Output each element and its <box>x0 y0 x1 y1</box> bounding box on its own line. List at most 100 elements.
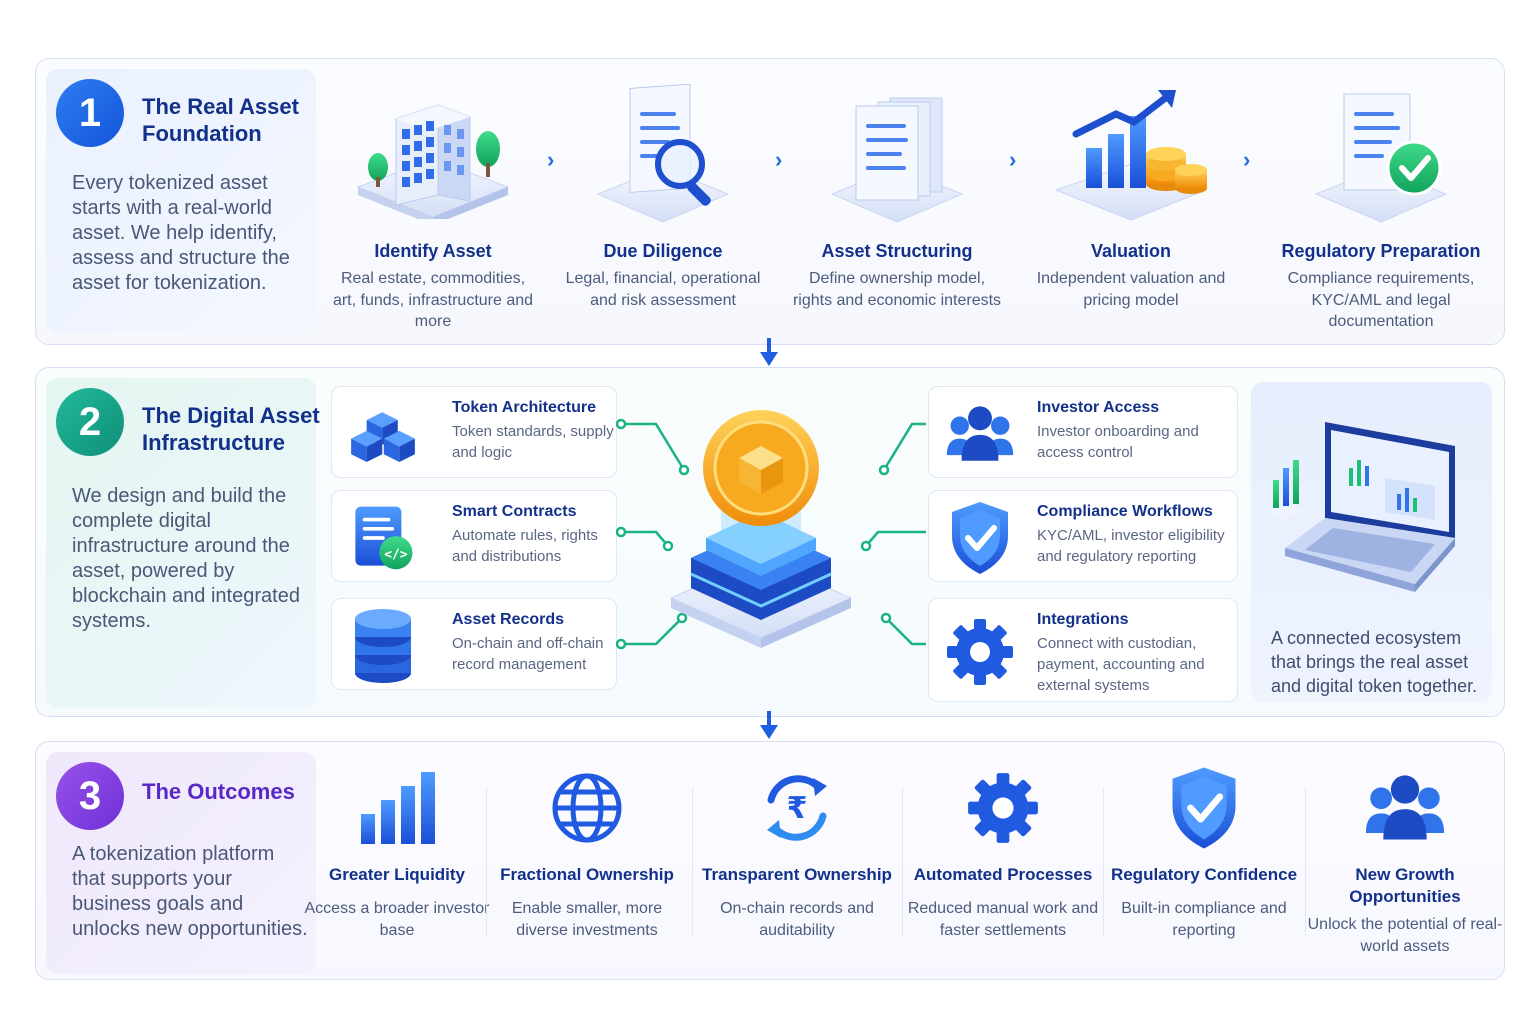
card-title: Compliance Workflows <box>1037 503 1213 520</box>
card-description: KYC/AML, investor eligibility and regula… <box>1037 527 1225 565</box>
section-description: A tokenization platform that supports yo… <box>72 843 308 940</box>
svg-text:</>: </> <box>384 547 408 562</box>
card-investor-access: Investor Access Investor onboarding and … <box>928 386 1238 478</box>
chevron-right-icon: › <box>1009 147 1017 172</box>
step-number-badge: 1 <box>56 79 124 147</box>
users-icon <box>1306 762 1504 854</box>
document-search-icon <box>558 79 768 229</box>
divider <box>1103 787 1104 937</box>
database-icon <box>348 609 418 683</box>
document-check-icon <box>1276 79 1486 229</box>
card-integrations: Integrations Connect with custodian, pay… <box>928 598 1238 702</box>
outcome-description: Unlock the potential of real-world asset… <box>1307 916 1503 955</box>
outcome-description: Enable smaller, more diverse investments <box>511 900 663 939</box>
section-3-intro: 3 The Outcomes A tokenization platform t… <box>46 752 316 974</box>
outcome-fractional-ownership: Fractional Ownership Enable smaller, mor… <box>488 762 686 942</box>
card-title: Smart Contracts <box>452 503 577 520</box>
divider <box>902 787 903 937</box>
chevron-right-icon: › <box>1243 147 1251 172</box>
step-regulatory-preparation: Regulatory Preparation Compliance requir… <box>1276 79 1486 333</box>
section-digital-asset-infrastructure: 2 The Digital Asset Infrastructure We de… <box>35 367 1505 717</box>
card-description: Connect with custodian, payment, account… <box>1037 635 1205 694</box>
step-due-diligence: Due Diligence Legal, financial, operatio… <box>558 79 768 311</box>
gear-icon <box>945 617 1015 687</box>
outcome-description: Built-in compliance and reporting <box>1121 900 1287 939</box>
section-outcomes: 3 The Outcomes A tokenization platform t… <box>35 741 1505 980</box>
section-title: The Digital Asset Infrastructure <box>142 403 320 455</box>
divider <box>486 787 487 937</box>
card-description: Investor onboarding and access control <box>1037 423 1199 461</box>
step-description: Legal, financial, operational and risk a… <box>565 270 761 309</box>
outcome-description: Access a broader investor base <box>304 900 490 939</box>
rupee-cycle-icon: ₹ <box>698 762 896 854</box>
section-1-intro: 1 The Real Asset Foundation Every tokeni… <box>46 69 316 333</box>
section-description: We design and build the complete digital… <box>72 485 300 632</box>
step-asset-structuring: Asset Structuring Define ownership model… <box>792 79 1002 311</box>
step-title: Regulatory Preparation <box>1281 241 1481 261</box>
step-description: Define ownership model, rights and econo… <box>792 270 1002 309</box>
bar-chart-icon <box>298 762 496 854</box>
card-title: Investor Access <box>1037 399 1160 416</box>
card-token-architecture: Token Architecture Token standards, supp… <box>331 386 617 478</box>
chevron-right-icon: › <box>547 147 555 172</box>
outcome-description: Reduced manual work and faster settlemen… <box>907 900 1099 939</box>
documents-stack-icon <box>792 79 1002 229</box>
section-title: The Real Asset Foundation <box>142 94 299 146</box>
laptop-dashboard-icon <box>1265 422 1455 592</box>
outcome-description: On-chain records and auditability <box>720 900 874 939</box>
section-title: The Outcomes <box>142 779 295 804</box>
divider <box>692 787 693 937</box>
outcome-greater-liquidity: Greater Liquidity Access a broader inves… <box>298 762 496 942</box>
card-title: Token Architecture <box>452 399 597 416</box>
gear-icon <box>904 762 1102 854</box>
step-title: Valuation <box>1090 241 1171 261</box>
outcome-title: Fractional Ownership <box>500 865 674 884</box>
card-description: Token standards, supply and logic <box>452 423 614 461</box>
chevron-right-icon: › <box>775 147 783 172</box>
step-title: Asset Structuring <box>821 241 973 261</box>
card-compliance-workflows: Compliance Workflows KYC/AML, investor e… <box>928 490 1238 582</box>
step-title: Identify Asset <box>374 241 492 261</box>
step-description: Independent valuation and pricing model <box>1036 270 1226 309</box>
growth-coins-icon <box>1026 79 1236 229</box>
shield-check-icon <box>1105 762 1303 854</box>
step-valuation: Valuation Independent valuation and pric… <box>1026 79 1236 311</box>
arrow-down-icon <box>760 338 778 366</box>
building-icon <box>328 79 538 229</box>
divider <box>1305 787 1306 937</box>
outcome-title: Transparent Ownership <box>702 865 892 884</box>
code-document-icon: </> <box>348 503 418 573</box>
step-description: Compliance requirements, KYC/AML and leg… <box>1287 270 1475 330</box>
step-identify-asset: Identify Asset Real estate, commodities,… <box>328 79 538 333</box>
card-description: Automate rules, rights and distributions <box>452 527 598 565</box>
section-2-intro: 2 The Digital Asset Infrastructure We de… <box>46 378 320 708</box>
ecosystem-text: A connected ecosystem that brings the re… <box>1271 628 1478 696</box>
step-number-badge: 3 <box>56 762 124 830</box>
outcome-new-growth-opportunities: New Growth Opportunities Unlock the pote… <box>1306 762 1504 958</box>
arrow-down-icon <box>760 711 778 739</box>
step-description: Real estate, commodities, art, funds, in… <box>332 270 534 330</box>
outcome-title: New Growth Opportunities <box>1349 865 1461 906</box>
outcome-transparent-ownership: ₹ Transparent Ownership On-chain records… <box>698 762 896 942</box>
card-description: On-chain and off-chain record management <box>452 635 604 673</box>
step-title: Due Diligence <box>603 241 723 261</box>
card-smart-contracts: </> Smart Contracts Automate rules, righ… <box>331 490 617 582</box>
outcome-title: Greater Liquidity <box>328 865 466 884</box>
connector-lines <box>616 418 926 650</box>
section-real-asset-foundation: 1 The Real Asset Foundation Every tokeni… <box>35 58 1505 345</box>
outcome-automated-processes: Automated Processes Reduced manual work … <box>904 762 1102 942</box>
svg-text:₹: ₹ <box>787 791 808 826</box>
shield-check-icon <box>945 502 1015 574</box>
cubes-icon <box>348 399 418 469</box>
card-title: Integrations <box>1037 611 1129 628</box>
outcome-title: Automated Processes <box>913 865 1093 884</box>
step-number-badge: 2 <box>56 388 124 456</box>
globe-icon <box>488 762 686 854</box>
outcome-title: Regulatory Confidence <box>1110 865 1298 884</box>
section-description: Every tokenized asset starts with a real… <box>72 172 290 294</box>
token-platform-icon <box>669 410 853 648</box>
card-asset-records: Asset Records On-chain and off-chain rec… <box>331 598 617 690</box>
card-title: Asset Records <box>452 611 565 628</box>
ecosystem-panel: A connected ecosystem that brings the re… <box>1251 382 1492 702</box>
users-icon <box>945 399 1015 469</box>
